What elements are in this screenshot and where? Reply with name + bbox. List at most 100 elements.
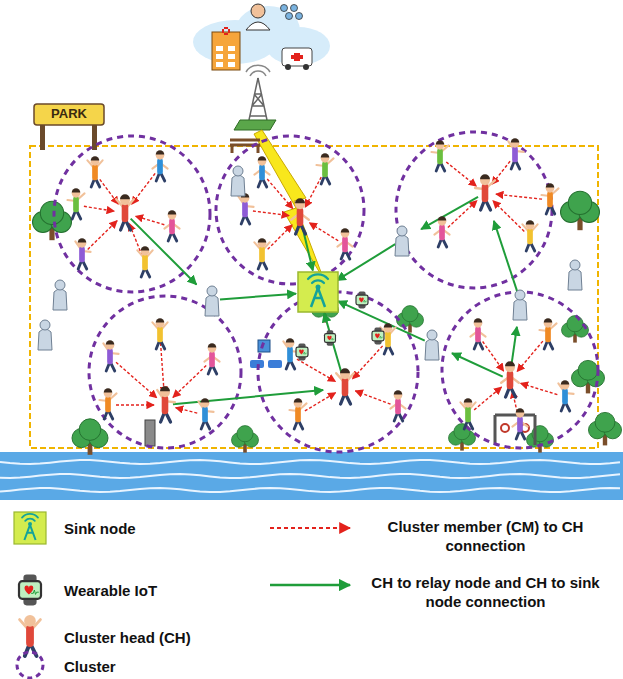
head	[72, 189, 81, 198]
gym-rings	[495, 415, 535, 445]
member-link	[305, 393, 336, 411]
hair	[156, 150, 165, 154]
torso	[517, 419, 523, 429]
relay-head	[515, 290, 525, 300]
cluster-circle	[396, 132, 552, 288]
torso	[437, 151, 443, 161]
cluster-member	[164, 210, 179, 241]
torso	[162, 399, 169, 411]
torso	[26, 629, 34, 643]
cluster-member	[75, 238, 90, 269]
group-icon	[286, 13, 293, 20]
relay-node	[425, 330, 439, 360]
hair	[505, 361, 515, 366]
watch-screen	[325, 334, 335, 342]
cluster-head	[501, 361, 519, 397]
sink-mast	[24, 525, 35, 540]
hair	[258, 156, 267, 160]
head	[156, 151, 165, 160]
relay-node	[568, 260, 582, 290]
relay-head	[570, 260, 580, 270]
legend-text: Cluster head (CH)	[64, 628, 254, 647]
watch-pulse	[31, 590, 39, 594]
watch-pulse	[363, 300, 367, 302]
cluster-member	[103, 340, 118, 371]
hair	[544, 318, 553, 322]
torso	[73, 199, 79, 209]
hair	[511, 138, 520, 142]
relay-head	[427, 330, 437, 340]
member-link	[176, 408, 198, 413]
torso	[259, 249, 265, 259]
head	[104, 389, 113, 398]
head-link	[494, 221, 518, 293]
sink-node	[298, 272, 338, 312]
watch-screen	[373, 332, 384, 340]
watch-pulse	[379, 336, 383, 338]
hair	[436, 140, 445, 144]
cluster-member	[541, 183, 558, 214]
hair	[438, 216, 447, 220]
legend-text: Cluster member (CM) to CH connection	[358, 517, 613, 555]
wearable-icon	[324, 330, 336, 345]
relay-body	[38, 329, 52, 350]
river-wave	[0, 488, 620, 492]
hair	[258, 238, 267, 242]
cloud	[266, 27, 330, 65]
head	[258, 157, 267, 166]
torso	[209, 354, 215, 364]
member-link	[268, 225, 293, 250]
watch-face	[355, 295, 368, 306]
gym-tower	[145, 420, 155, 446]
hair	[160, 386, 170, 391]
torso	[395, 401, 401, 411]
head	[91, 157, 100, 166]
cluster-member	[152, 150, 167, 181]
cluster-member	[431, 140, 448, 171]
hair	[464, 398, 473, 402]
hair	[168, 210, 177, 214]
cluster-head	[116, 194, 134, 230]
torso	[157, 161, 163, 171]
member-link	[297, 359, 336, 381]
head	[208, 344, 217, 353]
tree	[72, 419, 108, 455]
background-layer	[0, 146, 623, 500]
member-link	[446, 162, 476, 186]
group-icon	[296, 13, 303, 20]
torso	[287, 349, 293, 359]
cluster-head	[157, 386, 175, 422]
head	[258, 239, 267, 248]
member-link	[84, 206, 114, 211]
relay-head	[207, 286, 217, 296]
relay-body	[205, 295, 219, 316]
river-wave	[0, 474, 620, 478]
sink-node	[14, 512, 46, 544]
tree	[572, 360, 605, 393]
head	[341, 229, 350, 238]
hair	[120, 194, 130, 199]
wearable-icon	[371, 328, 384, 345]
member-link	[253, 211, 289, 216]
cluster-member	[558, 380, 573, 411]
relay-body	[568, 269, 582, 290]
hair	[384, 323, 393, 327]
wearable-icon	[355, 292, 368, 309]
doctor-body	[246, 22, 270, 30]
sign-label: PARK	[34, 106, 104, 121]
cluster-member	[198, 398, 213, 429]
legend-text: CH to relay node and CH to sink node con…	[358, 573, 613, 611]
antenna-waves	[246, 65, 270, 76]
head	[141, 247, 150, 256]
head	[384, 324, 393, 333]
torso	[122, 207, 129, 219]
member-link	[517, 341, 543, 371]
head-link	[324, 313, 343, 377]
hair	[156, 318, 165, 322]
member-link	[173, 366, 206, 398]
hair	[341, 228, 350, 232]
hair	[104, 388, 113, 392]
torso	[475, 329, 481, 339]
hair	[72, 188, 81, 192]
tree-crown	[578, 360, 598, 380]
